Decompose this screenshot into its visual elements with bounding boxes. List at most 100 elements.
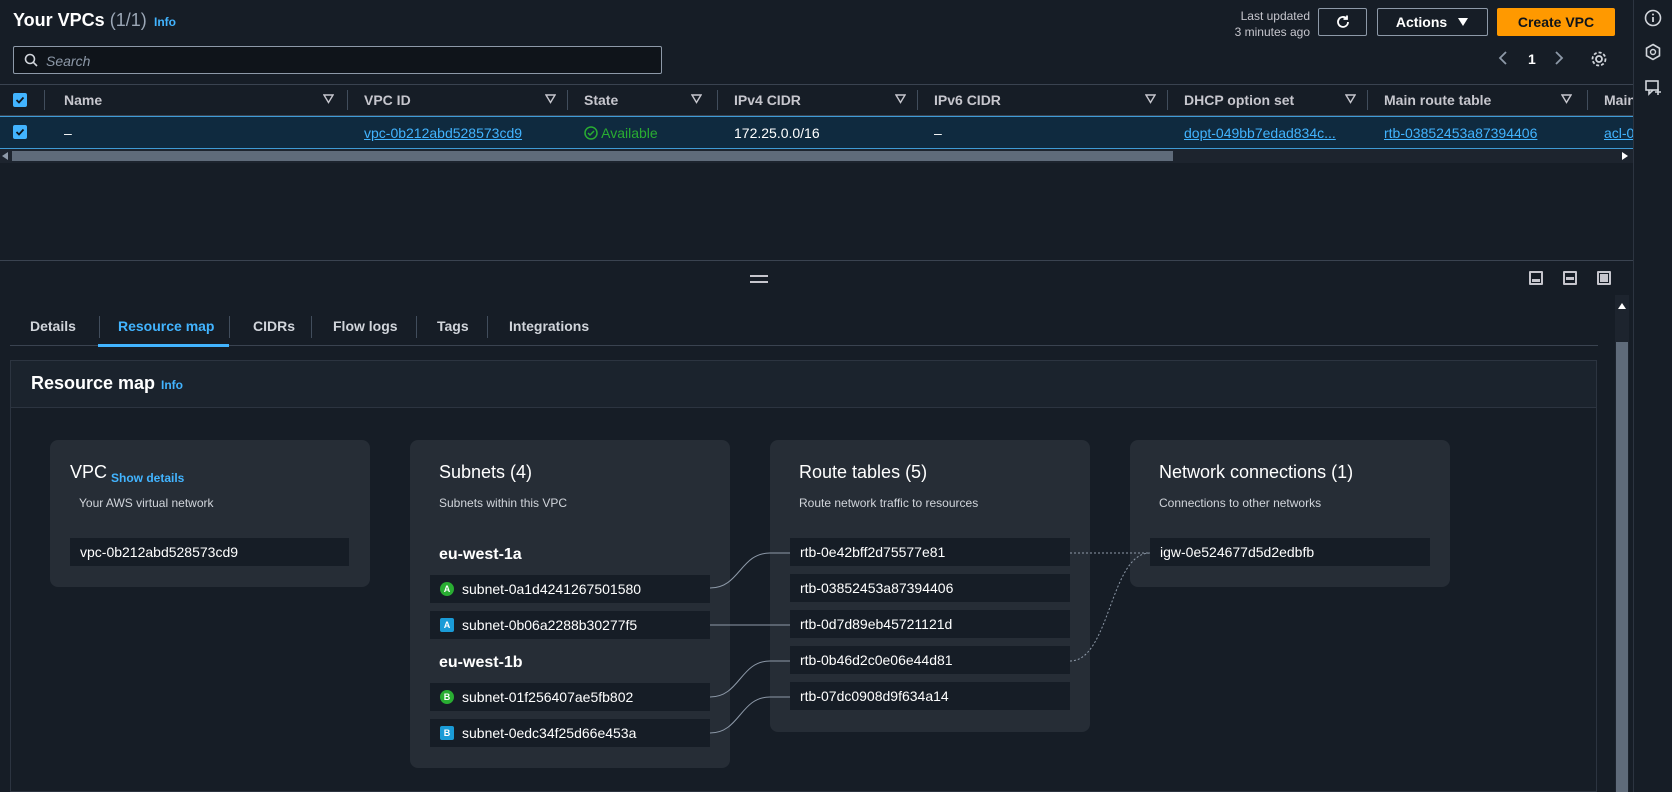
tab-separator bbox=[229, 316, 230, 338]
horizontal-scrollbar[interactable] bbox=[0, 149, 1633, 163]
column-label: State bbox=[584, 92, 619, 108]
column-header-state[interactable]: State bbox=[584, 85, 714, 115]
column-header-main-network-acl[interactable]: Main bbox=[1604, 85, 1633, 115]
dhcp-option-set-link[interactable]: dopt-049bb7edad834c... bbox=[1184, 125, 1336, 141]
status-text: Available bbox=[601, 125, 658, 141]
vpc-card: VPC Show details Your AWS virtual networ… bbox=[50, 440, 370, 587]
drag-handle-icon[interactable] bbox=[750, 275, 768, 283]
caret-down-icon bbox=[1458, 18, 1469, 26]
route-table-item[interactable]: rtb-0b46d2c0e06e44d81 bbox=[790, 646, 1070, 674]
vertical-scrollbar[interactable] bbox=[1615, 295, 1629, 792]
subnets-card-subtitle: Subnets within this VPC bbox=[439, 496, 568, 510]
scroll-up-icon[interactable] bbox=[1618, 302, 1626, 309]
feedback-icon[interactable] bbox=[1643, 78, 1663, 98]
row-checkbox[interactable] bbox=[13, 125, 27, 139]
create-vpc-button[interactable]: Create VPC bbox=[1497, 8, 1615, 36]
subnet-az-badge: A bbox=[440, 618, 454, 632]
chevron-right-icon[interactable] bbox=[1554, 50, 1564, 71]
hexagon-icon[interactable] bbox=[1643, 42, 1663, 62]
column-header-dhcp-option-set[interactable]: DHCP option set bbox=[1184, 85, 1368, 115]
column-header-main-route-table[interactable]: Main route table bbox=[1384, 85, 1584, 115]
tab-separator bbox=[311, 316, 312, 338]
column-label: IPv4 CIDR bbox=[734, 92, 801, 108]
gear-icon[interactable] bbox=[1590, 50, 1608, 68]
subnet-item[interactable]: B subnet-0edc34f25d66e453a bbox=[430, 719, 710, 747]
subnet-item[interactable]: A subnet-0a1d4241267501580 bbox=[430, 575, 710, 603]
tab-cidrs[interactable]: CIDRs bbox=[253, 318, 296, 334]
column-header-ipv6-cidr[interactable]: IPv6 CIDR bbox=[934, 85, 1168, 115]
panel-bottom-icon[interactable] bbox=[1529, 271, 1543, 285]
check-icon bbox=[15, 96, 25, 104]
column-separator bbox=[1587, 90, 1588, 110]
network-connections-card-subtitle: Connections to other networks bbox=[1159, 496, 1322, 510]
tab-resource-map[interactable]: Resource map bbox=[118, 318, 215, 334]
subnet-item[interactable]: B subnet-01f256407ae5fb802 bbox=[430, 683, 710, 711]
column-separator bbox=[44, 90, 45, 110]
status-badge: Available bbox=[584, 125, 658, 141]
resource-map-header: Resource map Info bbox=[11, 361, 1596, 408]
subnets-card: Subnets (4) Subnets within this VPC eu-w… bbox=[410, 440, 730, 768]
panel-full-icon[interactable] bbox=[1597, 271, 1611, 285]
sort-caret-icon bbox=[1561, 94, 1572, 104]
column-header-ipv4-cidr[interactable]: IPv4 CIDR bbox=[734, 85, 918, 115]
tab-integrations[interactable]: Integrations bbox=[509, 318, 590, 334]
vpc-resource[interactable]: vpc-0b212abd528573cd9 bbox=[70, 538, 349, 566]
scroll-right-icon[interactable] bbox=[1621, 152, 1628, 160]
route-table-item[interactable]: rtb-07dc0908d9f634a14 bbox=[790, 682, 1070, 710]
route-tables-card: Route tables (5) Route network traffic t… bbox=[770, 440, 1090, 732]
page-number[interactable]: 1 bbox=[1528, 51, 1536, 67]
column-header-name[interactable]: Name bbox=[64, 85, 346, 115]
chevron-left-icon[interactable] bbox=[1498, 50, 1508, 71]
vpc-id-link[interactable]: vpc-0b212abd528573cd9 bbox=[364, 125, 523, 141]
column-header-vpc-id[interactable]: VPC ID bbox=[364, 85, 568, 115]
cell-ipv6-cidr: – bbox=[934, 125, 942, 141]
subnets-card-title: Subnets (4) bbox=[439, 462, 533, 482]
sort-caret-icon bbox=[895, 94, 906, 104]
subnet-item[interactable]: A subnet-0b06a2288b30277f5 bbox=[430, 611, 710, 639]
actions-button[interactable]: Actions bbox=[1377, 8, 1488, 36]
route-table-item[interactable]: rtb-0d7d89eb45721121d bbox=[790, 610, 1070, 638]
route-table-item[interactable]: rtb-0e42bff2d75577e81 bbox=[790, 538, 1070, 566]
sort-caret-icon bbox=[323, 94, 334, 104]
scroll-left-icon[interactable] bbox=[2, 152, 9, 160]
scrollbar-thumb[interactable] bbox=[12, 151, 1173, 161]
table-row[interactable]: – vpc-0b212abd528573cd9 Available 172.25… bbox=[0, 116, 1633, 149]
tab-details[interactable]: Details bbox=[30, 318, 76, 334]
subnet-az-badge: A bbox=[440, 582, 454, 596]
subnet-az-badge: B bbox=[440, 690, 454, 704]
panel-middle-icon[interactable] bbox=[1563, 271, 1577, 285]
column-label: VPC ID bbox=[364, 92, 411, 108]
cell-name: – bbox=[64, 125, 72, 141]
show-details-link[interactable]: Show details bbox=[111, 471, 185, 485]
column-label: DHCP option set bbox=[1184, 92, 1295, 108]
network-connections-card-title: Network connections (1) bbox=[1159, 462, 1354, 482]
info-circle-icon[interactable] bbox=[1643, 8, 1663, 28]
table-header: Name VPC ID State IPv4 CIDR IPv6 CIDR DH… bbox=[0, 84, 1633, 116]
main-route-table-link[interactable]: rtb-03852453a87394406 bbox=[1384, 125, 1538, 141]
subnet-id: subnet-01f256407ae5fb802 bbox=[462, 689, 634, 705]
column-separator bbox=[347, 90, 348, 110]
search-input[interactable] bbox=[46, 51, 646, 71]
subnet-id: subnet-0edc34f25d66e453a bbox=[462, 725, 637, 741]
tab-flow-logs[interactable]: Flow logs bbox=[333, 318, 398, 334]
vpc-card-subtitle: Your AWS virtual network bbox=[79, 496, 214, 510]
info-link[interactable]: Info bbox=[161, 378, 183, 392]
column-separator bbox=[917, 90, 918, 110]
refresh-icon bbox=[1336, 15, 1349, 28]
route-tables-card-subtitle: Route network traffic to resources bbox=[799, 496, 979, 510]
column-separator bbox=[1367, 90, 1368, 110]
availability-zone-label: eu-west-1a bbox=[439, 546, 522, 563]
tab-tags[interactable]: Tags bbox=[437, 318, 469, 334]
route-tables-card-title: Route tables (5) bbox=[799, 462, 928, 482]
info-link[interactable]: Info bbox=[154, 15, 176, 29]
main-content: Your VPCs (1/1) Info Last updated 3 minu… bbox=[0, 8, 1633, 792]
search-box[interactable] bbox=[13, 46, 662, 74]
select-all-checkbox[interactable] bbox=[13, 93, 27, 107]
refresh-button[interactable] bbox=[1318, 8, 1367, 36]
subnet-az-badge: B bbox=[440, 726, 454, 740]
main-network-acl-link[interactable]: acl-0 bbox=[1604, 125, 1633, 141]
scrollbar-thumb[interactable] bbox=[1616, 342, 1628, 792]
page-title-text: Your VPCs bbox=[13, 10, 105, 30]
route-table-item[interactable]: rtb-03852453a87394406 bbox=[790, 574, 1070, 602]
internet-gateway-item[interactable]: igw-0e524677d5d2edbfb bbox=[1150, 538, 1430, 566]
